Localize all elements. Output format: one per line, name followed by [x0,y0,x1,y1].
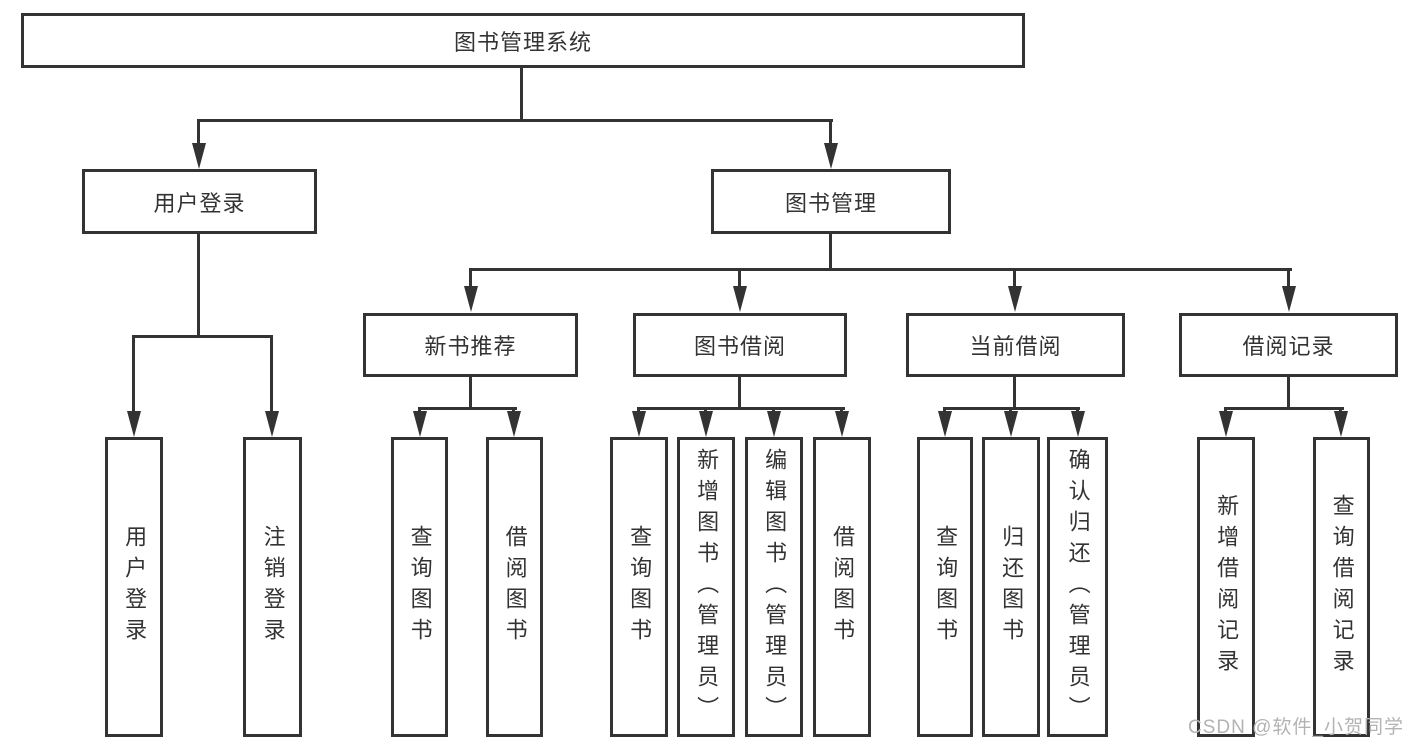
arrow-down-icon [699,411,713,437]
arrow-down-icon [464,286,478,312]
connector-hline [637,407,845,410]
arrow-down-icon [632,411,646,437]
connector-vline [1287,377,1290,410]
leaf-query-books-recommend: 查询图书 [391,437,448,737]
leaf-label: 用户登录 [122,525,148,649]
arrow-down-icon [835,411,849,437]
connector-vline [829,119,832,146]
arrow-down-icon [733,286,747,312]
node-label: 图书管理 [784,190,877,216]
arrow-down-icon [507,411,521,437]
node-user-login: 用户登录 [82,169,317,234]
connector-vline [1013,268,1016,288]
leaf-label: 查询图书 [407,525,433,649]
arrow-down-icon [127,411,141,437]
leaf-query-borrow-record: 查询借阅记录 [1313,437,1370,737]
node-book-management: 图书管理 [711,169,951,234]
node-current-borrow: 当前借阅 [906,313,1125,377]
arrow-down-icon [1334,411,1348,437]
watermark: CSDN @软件_小贺同学 [1188,717,1404,738]
node-label: 借阅记录 [1242,334,1335,359]
leaf-logout: 注销登录 [243,437,302,737]
node-new-book-recommend: 新书推荐 [363,313,578,377]
connector-vline [469,268,472,288]
node-borrow-records: 借阅记录 [1179,313,1398,377]
connector-hline [418,407,517,410]
arrow-down-icon [1071,411,1085,437]
connector-hline [197,119,833,122]
leaf-label: 新增借阅记录 [1214,494,1240,680]
arrow-down-icon [1282,286,1296,312]
connector-vline [520,68,523,121]
leaf-label: 借阅图书 [830,525,856,649]
connector-vline [829,234,832,271]
arrow-down-icon [1008,286,1022,312]
connector-vline [1287,268,1290,288]
arrow-down-icon [938,411,952,437]
leaf-query-books-current: 查询图书 [917,437,973,737]
node-label: 用户登录 [153,190,246,216]
leaf-label: 归还图书 [999,525,1025,649]
connector-vline [469,377,472,410]
leaf-return-book: 归还图书 [982,437,1040,737]
connector-vline [197,119,200,146]
arrow-down-icon [824,143,838,169]
connector-hline [469,268,1292,271]
connector-vline [738,268,741,288]
leaf-user-login: 用户登录 [105,437,163,737]
arrow-down-icon [767,411,781,437]
leaf-label: 确认归还（管理员） [1065,447,1091,727]
connector-vline [197,234,200,338]
node-label: 图书管理系统 [453,29,592,55]
arrow-down-icon [192,143,206,169]
arrow-down-icon [1004,411,1018,437]
leaf-label: 查询图书 [933,525,959,649]
leaf-add-book-admin: 新增图书（管理员） [677,437,735,737]
leaf-add-borrow-record: 新增借阅记录 [1197,437,1255,737]
leaf-label: 注销登录 [260,525,286,649]
leaf-borrow-books: 借阅图书 [813,437,871,737]
leaf-confirm-return-admin: 确认归还（管理员） [1047,437,1108,737]
node-label: 当前借阅 [969,334,1062,359]
leaf-edit-book-admin: 编辑图书（管理员） [745,437,803,737]
connector-vline [132,335,135,413]
leaf-borrow-books-recommend: 借阅图书 [486,437,543,737]
arrow-down-icon [265,411,279,437]
leaf-label: 查询借阅记录 [1329,494,1355,680]
arrow-down-icon [413,411,427,437]
leaf-label: 查询图书 [627,525,653,649]
node-label: 新书推荐 [424,334,517,359]
node-book-borrow: 图书借阅 [633,313,847,377]
connector-vline [738,377,741,410]
leaf-query-books-borrow: 查询图书 [610,437,668,737]
connector-hline [1224,407,1344,410]
leaf-label: 编辑图书（管理员） [762,447,788,727]
connector-vline [270,335,273,413]
leaf-label: 借阅图书 [502,525,528,649]
node-root: 图书管理系统 [21,13,1025,68]
connector-vline [1013,377,1016,410]
leaf-label: 新增图书（管理员） [694,447,720,727]
node-label: 图书借阅 [693,334,786,359]
connector-hline [132,335,273,338]
arrow-down-icon [1219,411,1233,437]
